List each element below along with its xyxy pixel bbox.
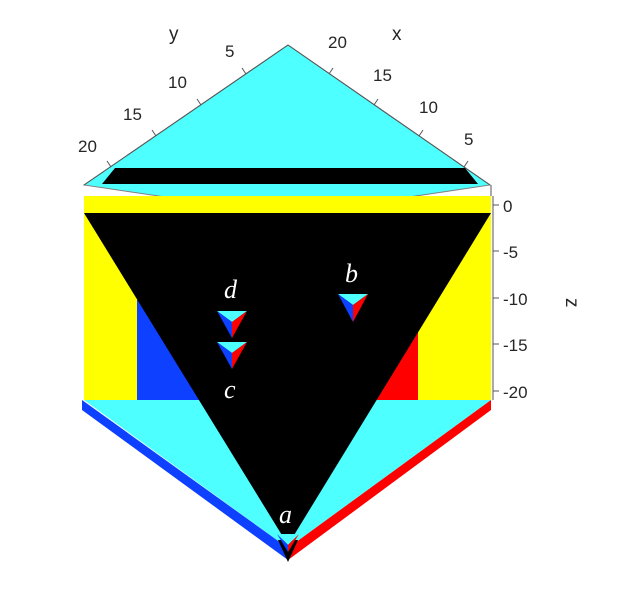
x-tick-20: 20 (328, 33, 347, 52)
z-tick-0: 0 (503, 197, 512, 216)
x-axis-ticks (328, 67, 469, 168)
z-axis (490, 185, 499, 400)
marker-d (217, 311, 247, 338)
y-axis-name: y (169, 24, 179, 45)
y-axis-ticks (106, 67, 247, 168)
black-triangle (84, 213, 491, 545)
top-yellow-band (84, 196, 491, 213)
marker-a (277, 534, 299, 552)
label-c: c (224, 375, 236, 404)
y-tick-10: 10 (168, 73, 187, 92)
y-tick-20: 20 (78, 137, 97, 156)
top-face (82, 44, 492, 216)
x-tick-5: 5 (464, 130, 473, 149)
label-b: b (345, 259, 358, 288)
marker-b (338, 294, 368, 322)
x-tick-15: 15 (373, 66, 392, 85)
z-tick-2: -10 (503, 290, 528, 309)
z-axis-name: z (561, 298, 582, 308)
y-tick-15: 15 (123, 105, 142, 124)
marker-c (217, 342, 247, 369)
z-tick-1: -5 (503, 243, 518, 262)
z-tick-4: -20 (503, 383, 528, 402)
x-tick-10: 10 (419, 98, 438, 117)
x-axis-name: x (392, 24, 402, 45)
y-tick-5: 5 (225, 42, 234, 61)
top-axis-lines (83, 44, 491, 186)
label-d: d (224, 275, 238, 304)
z-tick-3: -15 (503, 336, 528, 355)
label-a: a (279, 500, 292, 529)
